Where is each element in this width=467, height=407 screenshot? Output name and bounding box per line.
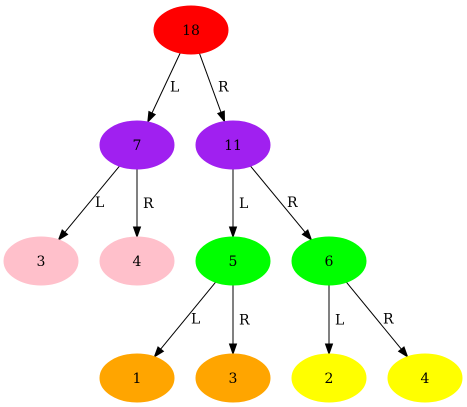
- arrow-head-icon: [228, 226, 238, 239]
- node-label: 6: [325, 254, 334, 270]
- tree-node: 1: [99, 353, 175, 403]
- node-label: 3: [229, 371, 238, 387]
- arrow-head-icon: [301, 229, 313, 242]
- tree-node: 18: [153, 5, 229, 55]
- edge-label: L: [335, 313, 344, 329]
- tree-node: 7: [99, 120, 175, 170]
- edge-n7-n4a: R: [132, 169, 154, 239]
- node-ellipse: [99, 353, 175, 403]
- tree-node: 4: [387, 353, 463, 403]
- edge-line: [151, 52, 181, 114]
- edge-n5-n3b: R: [228, 285, 250, 356]
- tree-node: 4: [99, 236, 175, 286]
- node-ellipse: [387, 353, 463, 403]
- edges-layer: L R L R L R L R L R: [57, 52, 409, 358]
- node-ellipse: [99, 236, 175, 286]
- edge-label: R: [287, 195, 298, 211]
- edge-label: R: [143, 196, 154, 212]
- tree-node: 11: [195, 120, 271, 170]
- edge-line: [346, 281, 402, 350]
- node-ellipse: [195, 120, 271, 170]
- edge-n18-n7: L: [147, 52, 181, 124]
- tree-node: 2: [291, 353, 367, 403]
- tree-node: 5: [195, 236, 271, 286]
- node-ellipse: [153, 5, 229, 55]
- arrow-head-icon: [153, 346, 165, 358]
- tree-node: 6: [291, 236, 367, 286]
- node-ellipse: [291, 236, 367, 286]
- arrow-head-icon: [147, 110, 157, 124]
- node-label: 2: [325, 371, 334, 387]
- edge-n18-n11: R: [199, 53, 229, 124]
- edge-label: R: [383, 312, 394, 328]
- arrow-head-icon: [132, 226, 142, 239]
- node-ellipse: [291, 353, 367, 403]
- tree-node: 3: [3, 236, 79, 286]
- edge-line: [160, 281, 216, 350]
- node-label: 1: [133, 371, 142, 387]
- edge-label: L: [95, 195, 104, 211]
- edge-n11-n6: R: [250, 165, 313, 242]
- node-label: 18: [182, 23, 200, 39]
- edge-label: R: [218, 80, 229, 96]
- edge-label: R: [239, 313, 250, 329]
- edge-n6-n4b: R: [346, 281, 409, 358]
- edge-n6-n2: L: [324, 285, 344, 356]
- node-label: 7: [133, 138, 142, 154]
- node-label: 11: [224, 138, 242, 154]
- edge-n7-n3a: L: [57, 165, 120, 242]
- arrow-head-icon: [228, 343, 238, 356]
- node-label: 4: [421, 371, 430, 387]
- edge-label: L: [191, 312, 200, 328]
- nodes-layer: 18 7 11 3 4 5 6 1 3 2 4: [3, 5, 463, 403]
- edge-label: L: [239, 196, 248, 212]
- node-label: 4: [133, 254, 142, 270]
- arrow-head-icon: [324, 343, 334, 356]
- node-ellipse: [3, 236, 79, 286]
- node-ellipse: [99, 120, 175, 170]
- node-ellipse: [195, 353, 271, 403]
- edge-n5-n1: L: [153, 281, 216, 358]
- edge-line: [199, 53, 222, 113]
- edge-n11-n5: L: [228, 169, 248, 239]
- node-label: 3: [37, 254, 46, 270]
- node-ellipse: [195, 236, 271, 286]
- arrow-head-icon: [397, 346, 409, 358]
- arrow-head-icon: [57, 229, 69, 242]
- edge-label: L: [170, 80, 179, 96]
- arrow-head-icon: [216, 110, 226, 124]
- node-label: 5: [229, 254, 238, 270]
- edge-line: [64, 165, 120, 233]
- tree-node: 3: [195, 353, 271, 403]
- edge-line: [250, 165, 306, 233]
